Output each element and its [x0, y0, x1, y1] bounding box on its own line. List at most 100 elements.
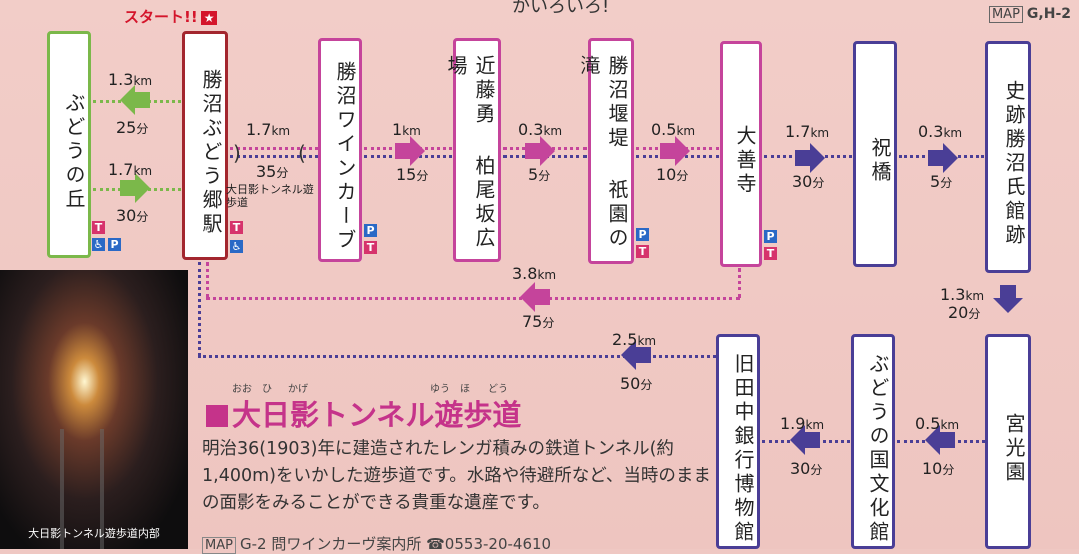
station-label: ぶどうの国文化館: [866, 352, 890, 545]
route-line: [230, 147, 318, 150]
map-value: G,H-2: [1026, 6, 1071, 22]
route-line: [206, 297, 740, 300]
station-label: 史跡勝沼氏館跡: [1002, 80, 1026, 248]
station-label: 勝沼ぶどう郷駅: [199, 68, 223, 237]
route-line: [93, 100, 181, 103]
ruby-text: かげ: [288, 384, 308, 395]
route-line: [636, 147, 719, 150]
photo-caption: 大日影トンネル遊歩道内部: [28, 527, 160, 540]
station-label: 勝沼ワインカーブ: [333, 61, 357, 253]
route-line: [198, 262, 201, 356]
ruby-text: どう: [488, 384, 508, 395]
segment-time: 15分: [396, 165, 429, 184]
route-line: [897, 440, 985, 443]
start-text: スタート!!: [124, 8, 198, 26]
route-line: [738, 268, 741, 298]
toilet-icon: T: [364, 241, 377, 254]
station-label: 大善寺: [733, 125, 757, 197]
ruby-text: ひ: [262, 384, 272, 395]
segment-label: 0.5km: [915, 414, 960, 433]
station-label: ぶどうの丘: [62, 91, 86, 212]
segment-label: 2.5km: [612, 330, 657, 349]
segment-label: 1km: [392, 120, 421, 139]
station-katsunuma-shikan[interactable]: 史跡勝沼氏館跡: [985, 41, 1031, 273]
segment-label: 1.7km: [246, 120, 291, 139]
station-budo-no-oka[interactable]: ぶどうの丘: [47, 31, 91, 258]
svg-text:(: (: [298, 141, 306, 165]
segment-time: 30分: [116, 206, 149, 225]
station-label: 祝橋: [868, 137, 892, 185]
parking-icon: P: [364, 224, 377, 237]
segment-time: 35分: [256, 162, 289, 181]
map-ref: G-2: [239, 535, 267, 553]
route-line: [503, 147, 587, 150]
station-label: 近藤勇 柏尾坂広場: [444, 55, 496, 251]
station-kyukoen[interactable]: 宮光園: [985, 334, 1031, 549]
station-budo-no-kuni[interactable]: ぶどうの国文化館: [851, 334, 895, 549]
toilet-icon: T: [92, 221, 105, 234]
wheelchair-icon: ♿: [92, 238, 105, 251]
station-kondo-isami[interactable]: 近藤勇 柏尾坂広場: [444, 38, 501, 262]
article-title: 大日影トンネル遊歩道: [206, 392, 521, 434]
article-description: 明治36(1903)年に建造されたレンガ積みの鉄道トンネル(約1,400m)をい…: [202, 439, 711, 514]
map-tag: MAP: [202, 537, 236, 554]
route-line: [636, 155, 719, 158]
segment-time: 75分: [522, 312, 555, 331]
route-line: [899, 155, 984, 158]
ruby-text: おお: [232, 384, 252, 395]
parking-icon: P: [764, 230, 777, 243]
segment-time: 25分: [116, 118, 149, 137]
route-line: [364, 155, 452, 158]
route-line: [93, 188, 181, 191]
station-iwaibashi[interactable]: 祝橋: [853, 41, 897, 267]
route-line: [198, 355, 716, 358]
svg-text:): ): [233, 141, 241, 165]
route-line: [503, 155, 587, 158]
route-line: [364, 147, 452, 150]
segment-label: 0.3km: [918, 122, 963, 141]
tunnel-photo: 大日影トンネル遊歩道内部: [0, 270, 188, 549]
segment-time: 10分: [922, 459, 955, 478]
segment-label: 1.7km: [108, 160, 153, 179]
toilet-icon: T: [636, 245, 649, 258]
station-label: 宮光園: [1002, 412, 1026, 485]
ruby-text: ほ: [460, 384, 470, 395]
article-title-text: 大日影トンネル遊歩道: [232, 398, 522, 432]
station-wine-curve[interactable]: 勝沼ワインカーブ: [318, 38, 362, 262]
station-katsunuma-budokyo[interactable]: 勝沼ぶどう郷駅: [182, 31, 228, 260]
segment-time: 5分: [930, 172, 953, 191]
phone-number: ☎0553-20-4610: [426, 535, 552, 553]
station-kyu-tanaka[interactable]: 旧田中銀行博物館: [716, 334, 760, 549]
map-tag: MAP: [988, 6, 1023, 23]
tunnel-note: 大日影トンネル遊歩道: [226, 183, 314, 210]
segment-label: 1.3km: [940, 285, 985, 304]
ruby-text: ゆう: [430, 384, 450, 395]
segment-label: 0.5km: [651, 120, 696, 139]
route-line: [206, 262, 209, 298]
segment-time: 50分: [620, 374, 653, 393]
segment-time: 30分: [792, 172, 825, 191]
station-label: 旧田中銀行博物館: [731, 352, 755, 545]
toilet-icon: T: [230, 221, 243, 234]
rails-graphic: [40, 429, 140, 549]
segment-label: 3.8km: [512, 264, 557, 283]
star-icon: ★: [200, 11, 218, 25]
segment-time: 10分: [656, 165, 689, 184]
segment-label: 1.9km: [780, 414, 825, 433]
route-line: [230, 155, 318, 158]
station-daizenji[interactable]: 大善寺: [720, 41, 762, 267]
segment-label: 0.3km: [518, 120, 563, 139]
station-katsunuma-entei[interactable]: 勝沼堰堤 祇園の滝: [577, 38, 634, 264]
segment-label: 1.3km: [108, 70, 153, 89]
info-desk: 問ワインカーヴ案内所: [271, 535, 422, 553]
wheelchair-icon: ♿: [230, 240, 243, 253]
station-label: 勝沼堰堤 祇園の滝: [577, 55, 629, 251]
route-line: [764, 155, 852, 158]
title-marker: [206, 405, 228, 427]
toilet-icon: T: [764, 247, 777, 260]
segment-time: 20分: [948, 303, 981, 322]
parking-icon: P: [108, 238, 121, 251]
